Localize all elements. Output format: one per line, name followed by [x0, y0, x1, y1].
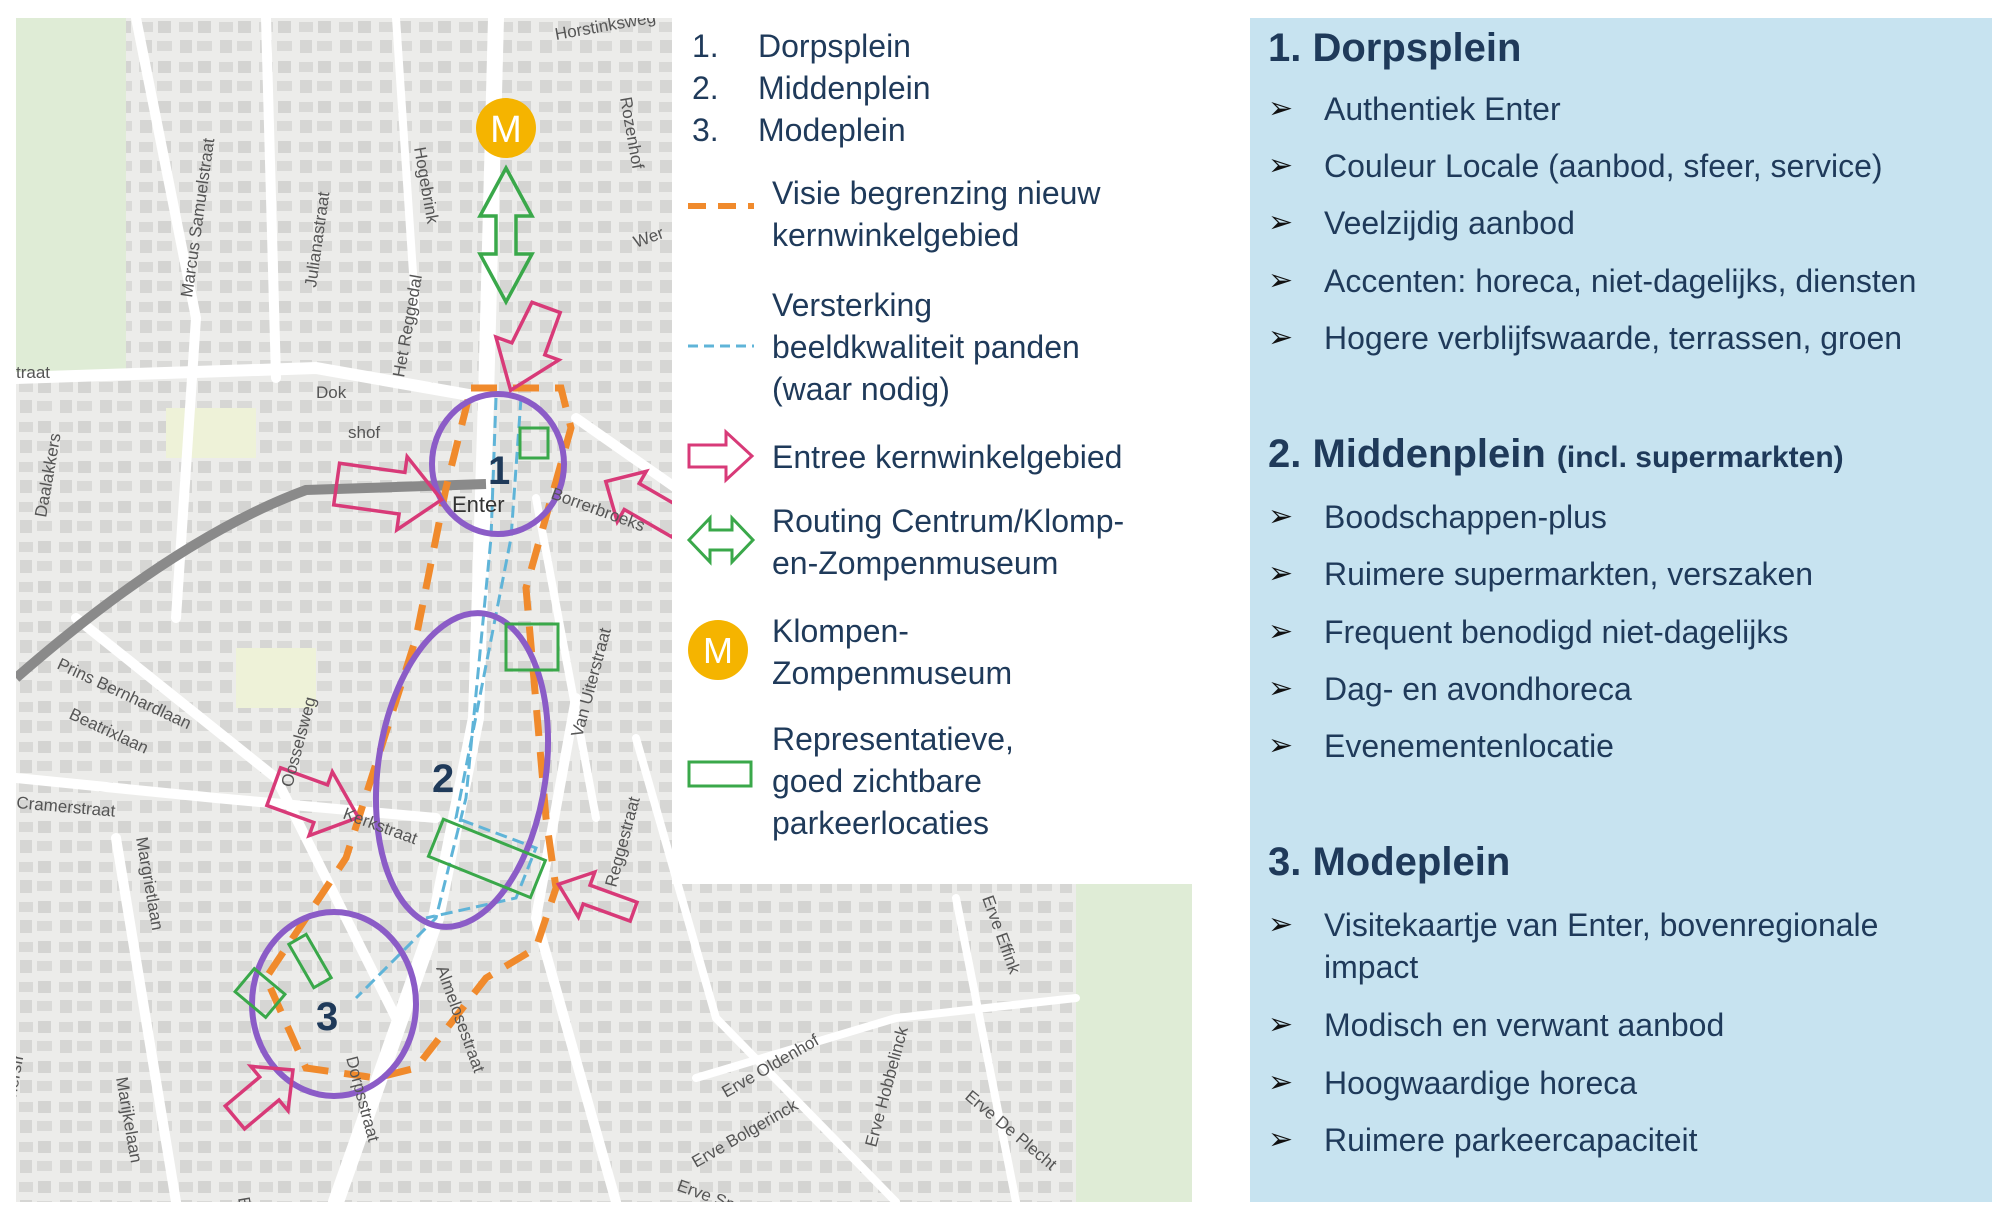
arrow-bullet-icon: ➢: [1268, 615, 1294, 648]
zone-2-number: 2: [432, 757, 454, 801]
section-3-bullet: ➢Modisch en verwant aanbod: [1268, 1004, 1988, 1046]
arrow-bullet-icon: ➢: [1268, 729, 1294, 762]
legend-item-routing: Routing Centrum/Klomp-en-Zompenmuseum: [772, 503, 1125, 581]
section-3-bullet: ➢Visitekaartje van Enter, bovenregionale…: [1268, 904, 1988, 988]
arrow-bullet-icon: ➢: [1268, 557, 1294, 590]
arrow-bullet-icon: ➢: [1268, 264, 1294, 297]
street-label: Boe: [234, 1195, 258, 1202]
legend-numbered-1: 1.Dorpsplein: [692, 28, 911, 64]
section-1-bullet: ➢Couleur Locale (aanbod, sfeer, service): [1268, 145, 1988, 187]
section-2-bullet: ➢Frequent benodigd niet-dagelijks: [1268, 611, 1988, 653]
green-rectangle-icon: [687, 760, 753, 788]
street-label: hersfr: [16, 1052, 28, 1098]
blue-dashed-line-icon: [688, 344, 754, 348]
section-2-bullet: ➢Boodschappen-plus: [1268, 496, 1988, 538]
section-2-bullet: ➢Evenementenlocatie: [1268, 725, 1988, 767]
section-2-subtitle: (incl. supermarkten): [1556, 441, 1844, 474]
museum-marker-label: M: [490, 109, 522, 151]
section-1-bullet: ➢Hogere verblijfswaarde, terrassen, groe…: [1268, 317, 1988, 359]
info-panel: 1. Dorpsplein ➢Authentiek Enter ➢Couleur…: [1250, 18, 1992, 1202]
legend-numbered-3: 3.Modeplein: [692, 112, 906, 148]
place-label: Enter: [452, 492, 505, 517]
street-label: shof: [348, 423, 380, 442]
section-1-bullet: ➢Authentiek Enter: [1268, 88, 1988, 130]
section-1-title: 1. Dorpsplein: [1268, 26, 1522, 70]
arrow-bullet-icon: ➢: [1268, 908, 1294, 941]
street-label: Dok: [316, 383, 347, 402]
section-1-bullet: ➢Accenten: horeca, niet-dagelijks, diens…: [1268, 260, 1988, 302]
arrow-bullet-icon: ➢: [1268, 1008, 1294, 1041]
zone-1-number: 1: [488, 449, 510, 493]
street-label: traat: [16, 363, 50, 382]
arrow-bullet-icon: ➢: [1268, 206, 1294, 239]
legend-item-entrance: Entree kernwinkelgebied: [772, 439, 1123, 475]
arrow-bullet-icon: ➢: [1268, 92, 1294, 125]
section-1-bullet: ➢Veelzijdig aanbod: [1268, 202, 1988, 244]
section-2-bullet: ➢Ruimere supermarkten, verszaken: [1268, 553, 1988, 595]
arrow-bullet-icon: ➢: [1268, 321, 1294, 354]
museum-marker-icon: M: [688, 620, 748, 680]
arrow-bullet-icon: ➢: [1268, 672, 1294, 705]
map-legend: 1.Dorpsplein 2.Middenplein 3.Modeplein V…: [672, 18, 1192, 884]
arrow-bullet-icon: ➢: [1268, 500, 1294, 533]
section-3-bullet: ➢Ruimere parkeercapaciteit: [1268, 1119, 1988, 1161]
arrow-bullet-icon: ➢: [1268, 1123, 1294, 1156]
section-3-bullet: ➢Hoogwaardige horeca: [1268, 1062, 1988, 1104]
arrow-bullet-icon: ➢: [1268, 1066, 1294, 1099]
pink-arrow-icon: [687, 428, 755, 484]
section-2-bullet: ➢Dag- en avondhoreca: [1268, 668, 1988, 710]
legend-item-museum: Klompen-Zompenmuseum: [772, 613, 1013, 691]
legend-numbered-2: 2.Middenplein: [692, 70, 931, 106]
green-double-arrow-icon: [686, 514, 756, 566]
section-2-title: 2. Middenplein (incl. supermarkten): [1268, 432, 1844, 476]
legend-marker-label: M: [703, 630, 733, 671]
arrow-bullet-icon: ➢: [1268, 149, 1294, 182]
zone-3-number: 3: [316, 995, 338, 1039]
orange-dashed-line-icon: [688, 203, 754, 209]
section-3-title: 3. Modeplein: [1268, 840, 1511, 884]
